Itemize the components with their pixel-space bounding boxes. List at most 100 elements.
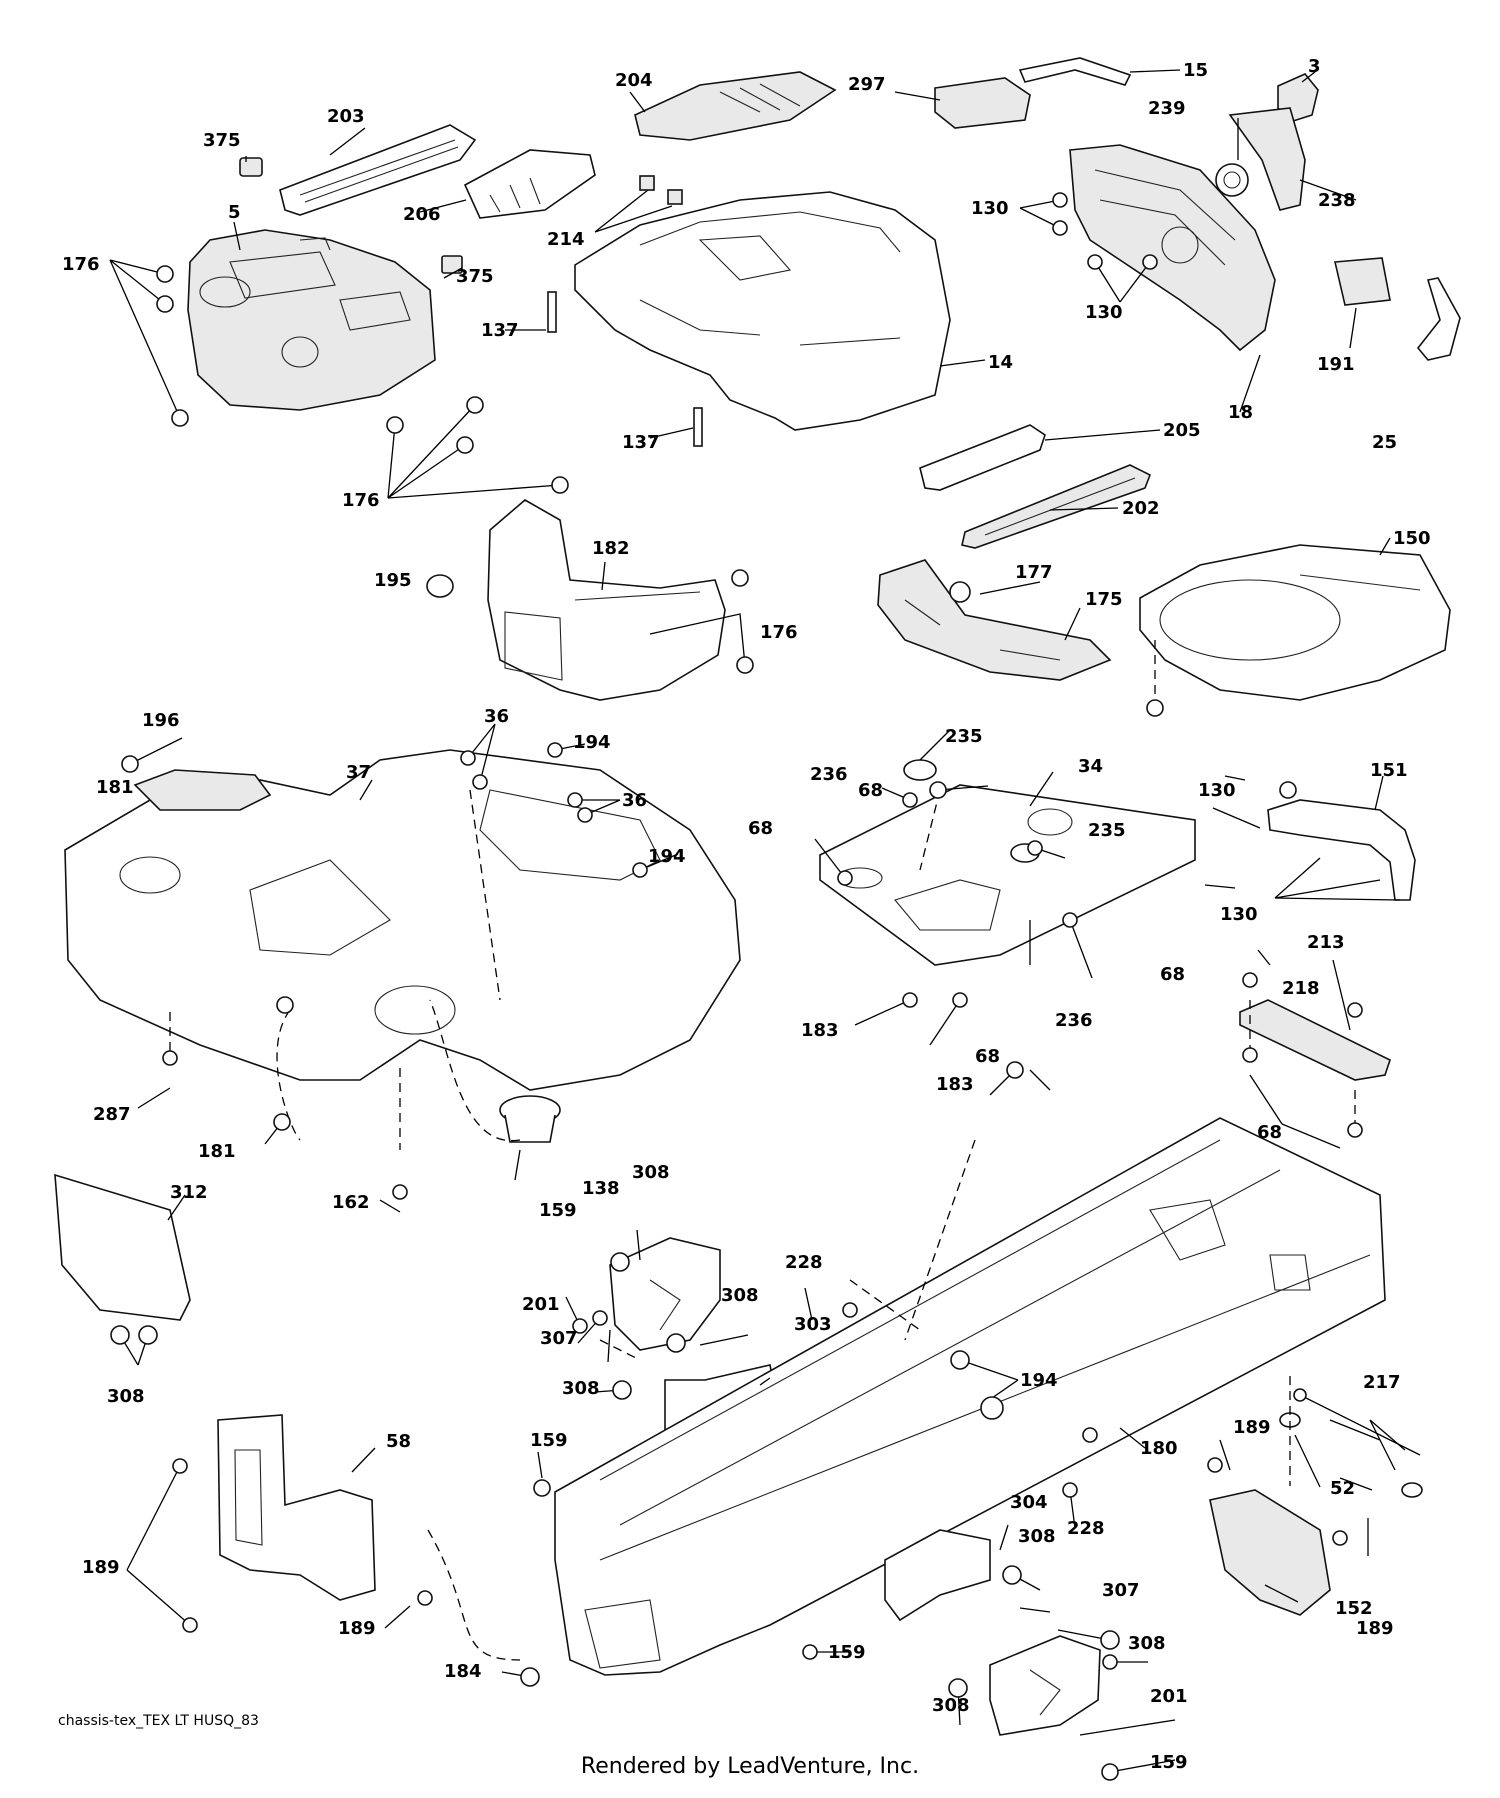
part-label: 203 [327,106,365,127]
part-label: 189 [1233,1417,1271,1438]
part-label: 176 [760,622,798,643]
part-label: 58 [386,1431,411,1452]
cover-196 [133,769,272,811]
part-label: 206 [403,204,441,225]
part-label: 18 [1228,402,1253,423]
part-label: 236 [810,764,848,785]
boot-138 [499,1095,561,1143]
part-label: 151 [1370,760,1408,781]
part-label: 236 [1055,1010,1093,1031]
part-label: 194 [573,732,611,753]
part-label: 159 [539,1200,577,1221]
part-label: 68 [1257,1122,1282,1143]
part-label: 307 [1102,1580,1140,1601]
part-label: 308 [562,1378,600,1399]
part-label: 68 [975,1046,1000,1067]
panel-312 [54,1173,191,1321]
part-label: 228 [1067,1518,1105,1539]
emblem-239 [1215,163,1249,197]
part-label: 181 [198,1141,236,1162]
diagram-id-caption: chassis-tex_TEX LT HUSQ_83 [58,1713,259,1729]
grill-insert-203 [279,124,477,216]
part-label: 235 [1088,820,1126,841]
part-label: 312 [170,1182,208,1203]
part-label: 202 [1122,498,1160,519]
rod-217 [1293,1388,1421,1456]
part-label: 68 [1160,964,1185,985]
part-label: 159 [1150,1752,1188,1773]
part-number-labels: 3 5 14 15 18 25 34 36 36 37 52 58 68 68 … [62,56,1431,1773]
part-label: 196 [142,710,180,731]
part-label: 37 [346,762,371,783]
part-label: 195 [374,570,412,591]
part-label: 36 [622,790,647,811]
part-label: 182 [592,538,630,559]
part-label: 176 [342,490,380,511]
part-label: 159 [828,1642,866,1663]
part-label: 201 [1150,1686,1188,1707]
part-label: 217 [1363,1372,1401,1393]
part-label: 15 [1183,60,1208,81]
part-label: 3 [1308,56,1321,77]
bracket-218 [1239,999,1391,1081]
part-label: 304 [1010,1492,1048,1513]
part-label: 130 [971,198,1009,219]
part-label: 162 [332,1192,370,1213]
part-label: 308 [632,1162,670,1183]
fender-footrest-37 [64,749,741,1091]
part-label: 137 [622,432,660,453]
part-label: 213 [1307,932,1345,953]
part-label: 150 [1393,528,1431,549]
part-label: 177 [1015,562,1053,583]
part-label: 238 [1318,190,1356,211]
emblem-297 [934,77,1031,129]
vent-insert-206 [463,149,596,219]
part-label: 183 [801,1020,839,1041]
part-label: 204 [615,70,653,91]
part-label: 175 [1085,589,1123,610]
part-label: 201 [522,1294,560,1315]
part-label: 287 [93,1104,131,1125]
part-label: 375 [203,130,241,151]
grommet-195 [426,574,454,598]
part-label: 138 [582,1178,620,1199]
part-label: 181 [96,777,134,798]
small-clip-375-top [239,157,263,177]
grille-18 [1069,144,1276,352]
part-label: 214 [547,229,585,250]
nut-177 [949,581,971,603]
part-label: 205 [1163,420,1201,441]
part-label: 189 [1356,1618,1394,1639]
part-label: 25 [1372,432,1397,453]
rendered-by-caption: Rendered by LeadVenture, Inc. [580,1754,920,1779]
part-label: 308 [1128,1633,1166,1654]
part-label: 189 [338,1618,376,1639]
part-label: 239 [1148,98,1186,119]
part-label: 194 [648,846,686,867]
dash-panel-5 [187,229,436,411]
spacer-235-top [903,759,937,781]
shield-152 [1209,1489,1331,1616]
part-label: 189 [82,1557,120,1578]
part-label: 34 [1078,756,1103,777]
part-label: 235 [945,726,983,747]
part-label: 14 [988,352,1013,373]
part-label: 297 [848,74,886,95]
bracket-175 [877,559,1112,681]
part-label: 130 [1220,904,1258,925]
part-label: 130 [1198,780,1236,801]
part-label: 68 [748,818,773,839]
grill-202 [961,464,1152,549]
trim-15 [1018,57,1132,86]
hardware [110,192,1363,1781]
plate-307-upper [609,1237,721,1351]
part-label: 308 [932,1695,970,1716]
part-label: 176 [62,254,100,275]
part-label: 191 [1317,354,1355,375]
pin-137-upper [547,291,557,333]
bracket-58 [217,1414,376,1601]
tank-support-150 [1139,544,1451,701]
part-label: 183 [936,1074,974,1095]
part-label: 307 [540,1328,578,1349]
